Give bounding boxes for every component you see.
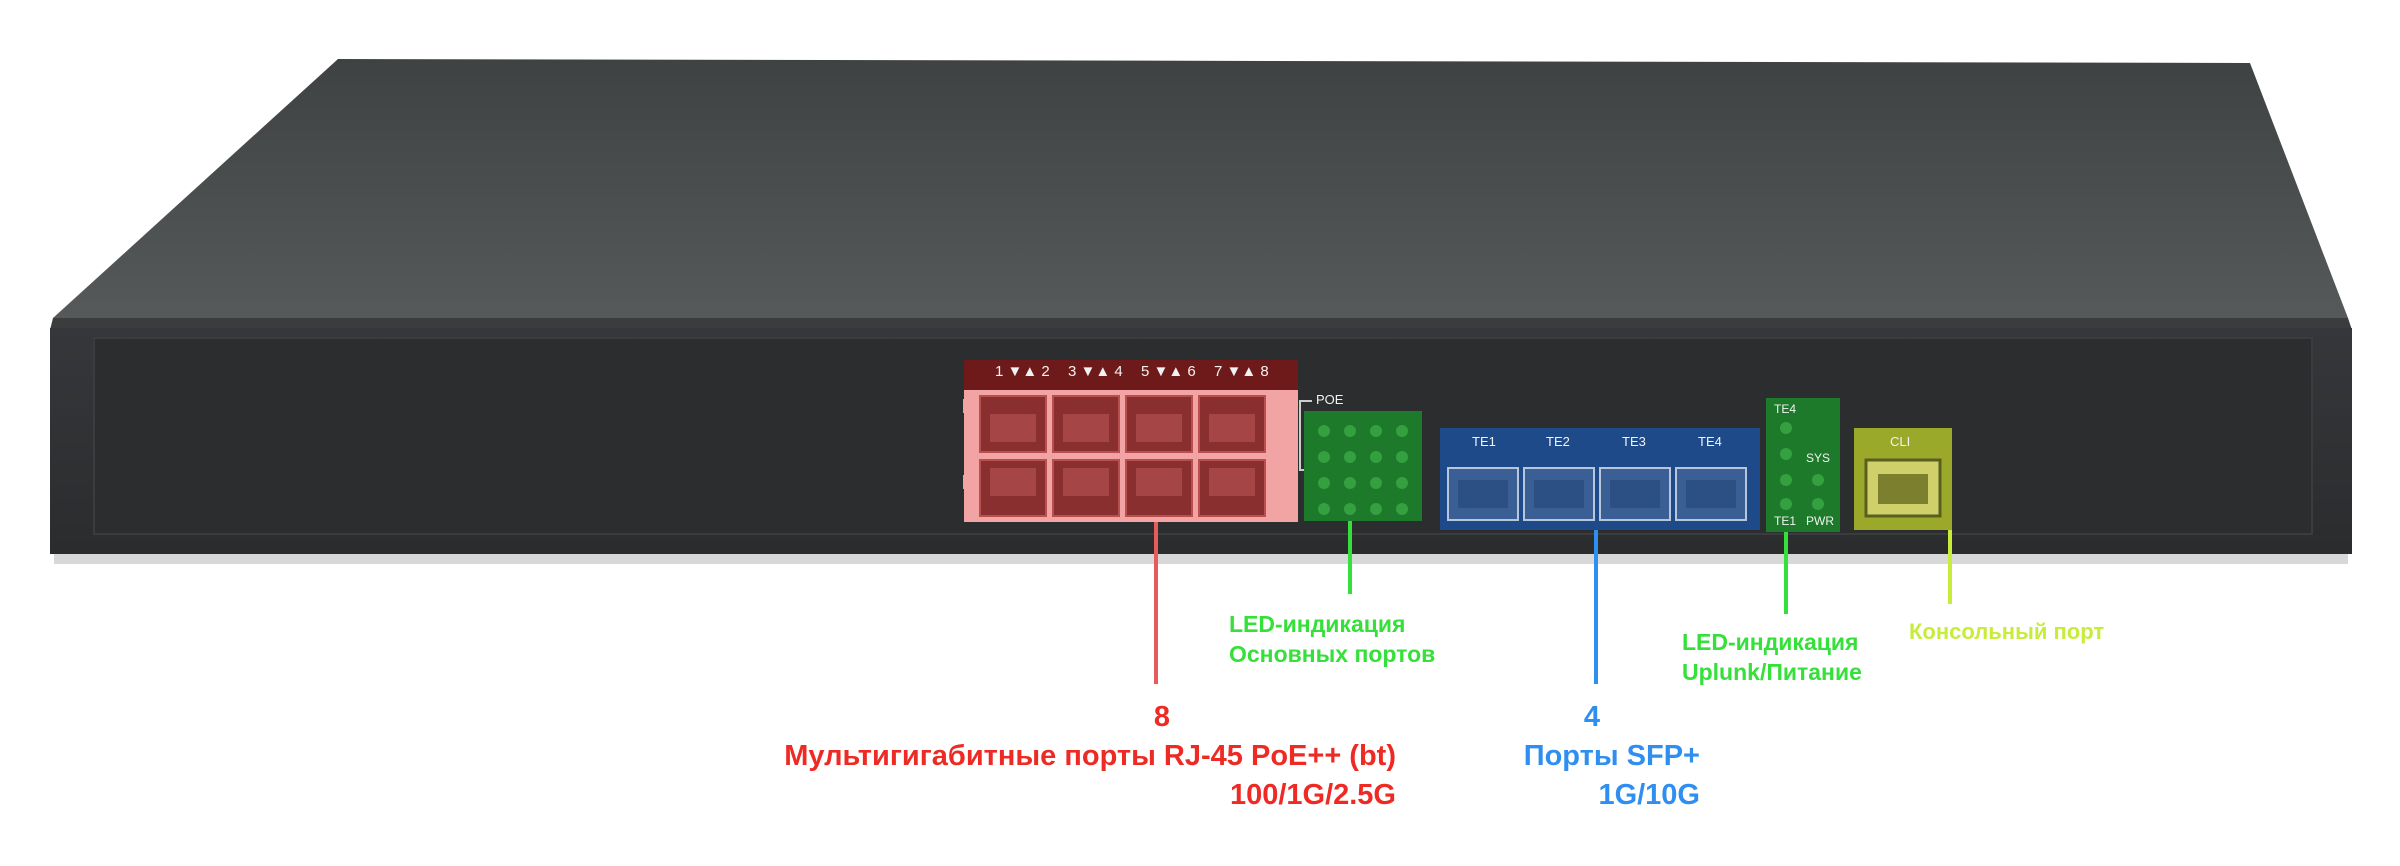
led-indicator <box>1344 477 1356 489</box>
chassis-bottom-shadow <box>54 554 2348 564</box>
led-indicator <box>1370 477 1382 489</box>
annotation-sfp-count: 4 <box>1583 701 1600 733</box>
console-label: CLI <box>1890 434 1911 449</box>
port-group-label-3: 5 ▼▲ 6 <box>1141 363 1196 380</box>
sfp-cage-opening <box>1686 480 1736 508</box>
annotation-rj45-line1: Мультигигабитные порты RJ-45 PoE++ (bt) <box>784 740 1396 772</box>
port-group-label-1: 1 ▼▲ 2 <box>995 363 1050 380</box>
led-indicator <box>1318 425 1330 437</box>
led-indicator <box>1318 477 1330 489</box>
uplink-label-sys: SYS <box>1806 451 1831 465</box>
uplink-label-te1: TE1 <box>1774 514 1797 528</box>
rj45-side-tab <box>963 475 975 489</box>
led-uplink-block <box>1766 398 1840 532</box>
rj45-port-socket <box>1063 414 1109 442</box>
annotation-rj45-count: 8 <box>1153 701 1170 733</box>
chassis-top <box>53 59 2348 318</box>
rj45-side-tab <box>1281 475 1293 489</box>
uplink-label-te4: TE4 <box>1774 402 1797 416</box>
rj45-side-tab <box>963 399 975 413</box>
sfp-label-1: TE1 <box>1472 434 1496 449</box>
annotation-led-uplink: LED-индикация Uplunk/Питание <box>1682 627 1862 687</box>
rj45-block-header <box>964 360 1298 392</box>
led-indicator <box>1344 425 1356 437</box>
led-indicator <box>1318 503 1330 515</box>
led-indicator <box>1780 474 1792 486</box>
annotation-rj45-line2: 100/1G/2.5G <box>1229 779 1396 811</box>
rj45-port-grid <box>963 395 1293 517</box>
uplink-label-pwr: PWR <box>1806 514 1834 528</box>
chassis-lip <box>50 318 2352 330</box>
sfp-label-4: TE4 <box>1698 434 1722 449</box>
annotation-sfp-line1: Порты SFP+ <box>1523 740 1700 772</box>
led-indicator <box>1780 498 1792 510</box>
rj45-port-socket <box>990 468 1036 496</box>
annotation-led-uplink-line2: Uplunk/Питание <box>1682 659 1862 685</box>
led-indicator <box>1396 425 1408 437</box>
rj45-port-socket <box>990 414 1036 442</box>
rj45-side-tab <box>1281 399 1293 413</box>
sfp-label-3: TE3 <box>1622 434 1646 449</box>
port-group-label-2: 3 ▼▲ 4 <box>1068 363 1123 380</box>
annotation-led-main: LED-индикация Основных портов <box>1229 609 1435 669</box>
rj45-port-socket <box>1136 414 1182 442</box>
led-indicator <box>1370 451 1382 463</box>
led-indicator <box>1396 503 1408 515</box>
sfp-cage-opening <box>1458 480 1508 508</box>
port-group-label-4: 7 ▼▲ 8 <box>1214 363 1269 380</box>
annotation-led-uplink-line1: LED-индикация <box>1682 629 1859 655</box>
led-indicator <box>1780 448 1792 460</box>
led-indicator <box>1344 451 1356 463</box>
led-indicator <box>1396 477 1408 489</box>
console-port-slot <box>1878 474 1928 504</box>
sfp-cage-opening <box>1610 480 1660 508</box>
annotation-rj45: 8 Мультигигабитные порты RJ-45 PoE++ (bt… <box>784 698 1396 815</box>
led-indicator <box>1370 425 1382 437</box>
led-indicator <box>1318 451 1330 463</box>
led-uplink-dots <box>1780 422 1824 510</box>
led-indicator <box>1370 503 1382 515</box>
sfp-cage-group <box>1447 467 1747 521</box>
led-indicator <box>1780 422 1792 434</box>
led-main-dots <box>1318 425 1408 515</box>
poe-label: POE <box>1316 392 1344 407</box>
sfp-cage-opening <box>1534 480 1584 508</box>
rj45-port-socket <box>1209 414 1255 442</box>
led-indicator <box>1396 451 1408 463</box>
annotation-sfp-line2: 1G/10G <box>1598 779 1700 811</box>
led-indicator <box>1812 498 1824 510</box>
led-indicator <box>1344 503 1356 515</box>
annotation-led-main-line2: Основных портов <box>1229 641 1436 667</box>
annotation-led-main-line1: LED-индикация <box>1229 611 1406 637</box>
annotation-console: Консольный порт <box>1909 619 2105 644</box>
rj45-port-socket <box>1063 468 1109 496</box>
annotation-sfp: 4 Порты SFP+ 1G/10G <box>1524 698 1700 815</box>
sfp-label-2: TE2 <box>1546 434 1570 449</box>
rj45-port-socket <box>1136 468 1182 496</box>
rj45-port-socket <box>1209 468 1255 496</box>
led-indicator <box>1812 474 1824 486</box>
